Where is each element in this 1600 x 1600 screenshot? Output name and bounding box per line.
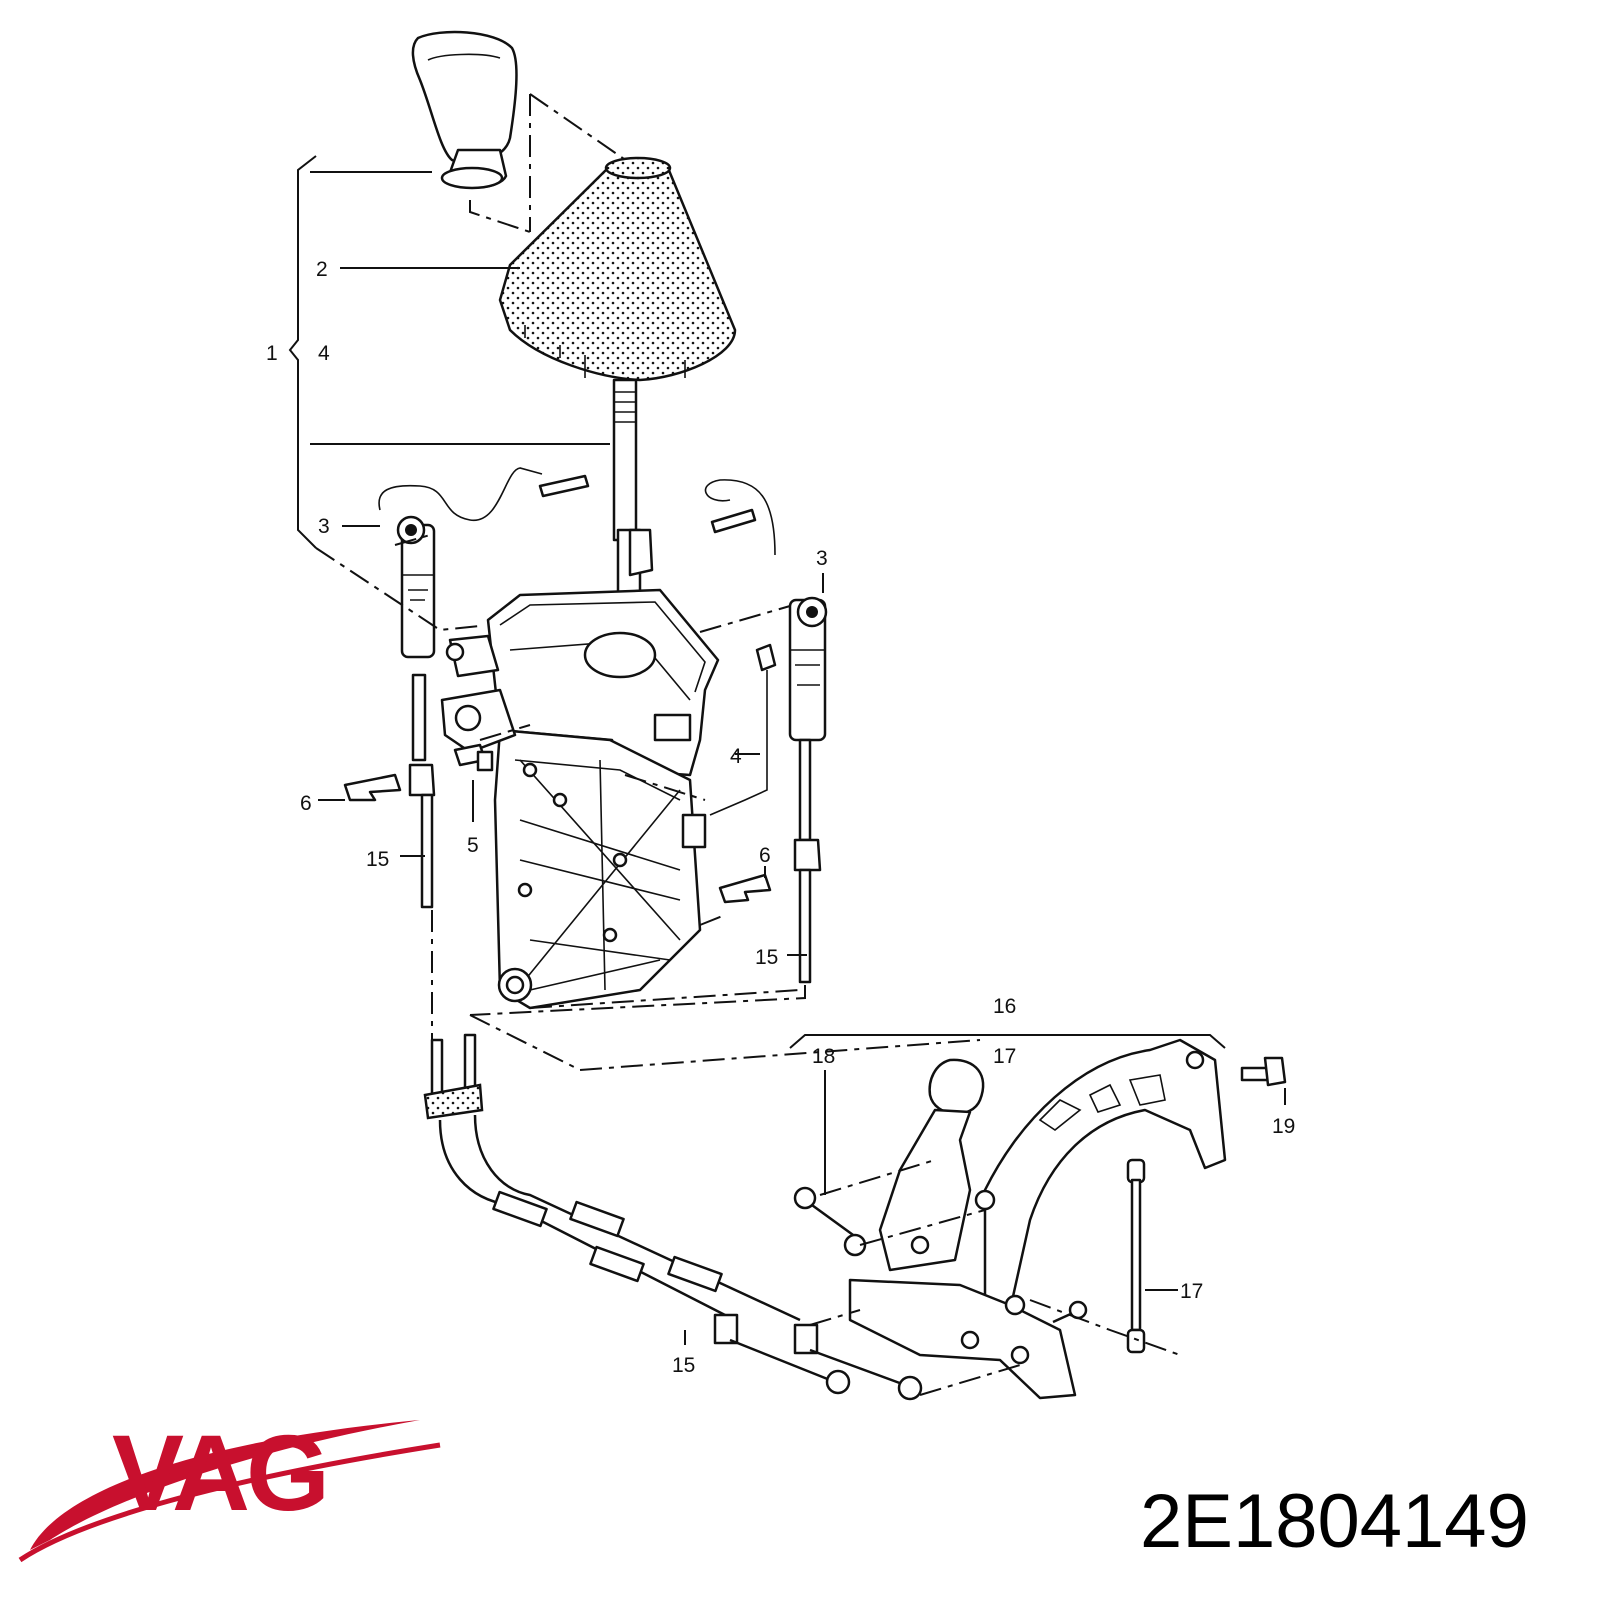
gear-boot [498,156,737,382]
callout-18: 18 [812,1045,835,1068]
linkage-dash-line [819,1159,936,1196]
gearbox-linkage [793,1038,1227,1400]
callout-3: 3 [816,547,828,570]
group-bracket [789,1034,1226,1049]
knob-dash-line [529,93,641,171]
left-cable-lever [378,467,543,659]
callout-6: 6 [759,844,771,867]
shift-knob [411,30,518,190]
housing-dash-line [315,547,481,632]
cable-upper-right [793,738,822,984]
linkage-dash-line [859,1209,986,1246]
right-cable-lever [704,479,828,742]
callout-16: 16 [993,995,1016,1018]
callout-1: 1 [266,342,278,365]
callout-4: 4 [318,342,330,365]
callout-17: 17 [993,1045,1016,1068]
callout-5: 5 [467,834,479,857]
bolt [453,743,494,772]
cable-dash-line [469,1014,981,1072]
housing-dash-line [699,605,791,633]
clip [343,773,402,802]
cable-lower [423,1033,923,1401]
callout-6: 6 [300,792,312,815]
link-rod [1126,1158,1146,1354]
bolt [1240,1056,1287,1087]
linkage-dash-line [919,1364,1021,1396]
callout-15: 15 [366,848,389,871]
lever-pin [538,474,590,498]
vag-logo: VAG [18,1412,441,1563]
brand-logo-text: VAG [112,1412,326,1533]
logo-swoosh [18,1442,441,1563]
linkage-dash-line [1029,1299,1181,1356]
knob-dash-line [469,200,531,233]
selector-sensor [681,643,777,849]
housing-dash-line [699,914,726,926]
housing-dash-line [624,774,706,801]
callout-4: 4 [730,745,742,768]
lever-pin [710,508,757,534]
cable-dash-line [469,985,806,1016]
housing-dash-line [394,534,431,546]
clip [718,873,772,904]
cable-upper-left [408,673,436,909]
callout-3: 3 [318,515,330,538]
housing-dash-line [529,989,801,1009]
shift-lever [612,378,654,622]
callout-2: 2 [316,258,328,281]
callout-17: 17 [1180,1280,1203,1303]
part-number: 2E1804149 [1140,1479,1529,1564]
callout-15: 15 [755,946,778,969]
selector-housing [440,588,720,1010]
callout-19: 19 [1272,1115,1295,1138]
group-bracket [288,155,317,549]
linkage-dash-line [809,1309,861,1326]
housing-dash-line [479,724,531,741]
callout-15: 15 [672,1354,695,1377]
